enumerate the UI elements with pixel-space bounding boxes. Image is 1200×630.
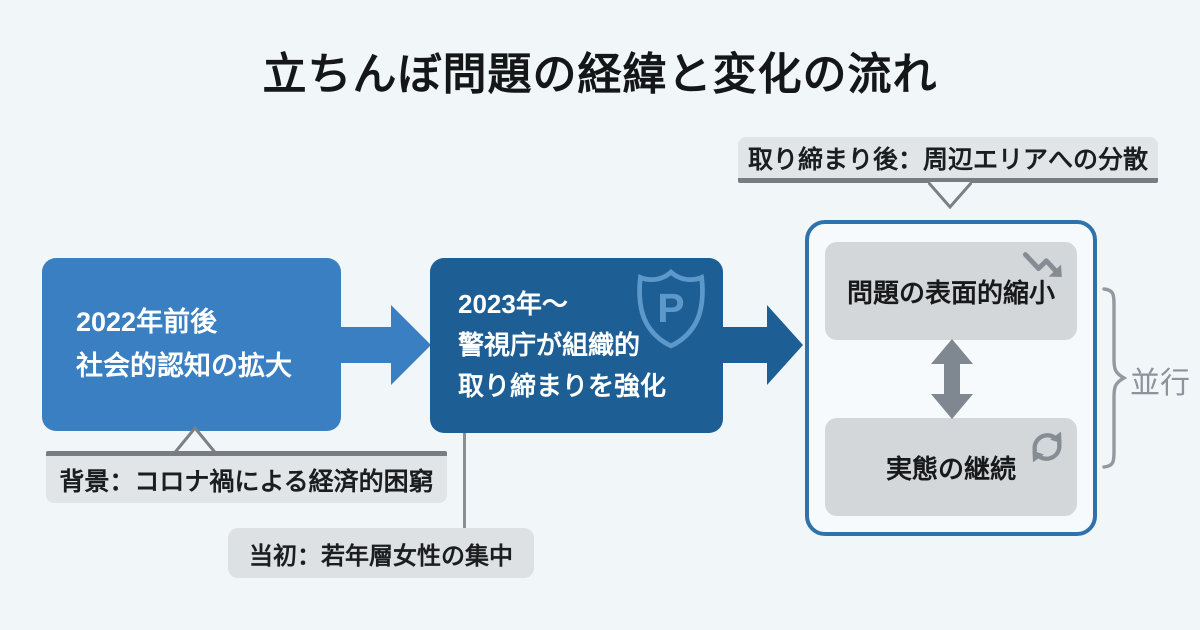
callout-initial-text: 当初：若年層女性の集中: [249, 542, 513, 570]
diagram-title: 立ちんぼ問題の経緯と変化の流れ: [262, 50, 938, 99]
step-box-2023: 2023年〜 警視庁が組織的 取り締まりを強化 P: [430, 258, 723, 433]
step1-line2: 社会的認知の拡大: [76, 350, 292, 381]
police-shield-icon: P: [637, 268, 705, 349]
cycle-icon: [1032, 431, 1062, 463]
flow-arrow-right-icon: [721, 305, 803, 385]
step2-line3: 取り締まりを強化: [458, 371, 667, 402]
trend-down-zigzag-icon: [1022, 252, 1062, 278]
callout-dispersion-text: 取り締まり後：周辺エリアへの分散: [747, 145, 1148, 174]
connector-line: [463, 433, 466, 530]
double-arrow-vertical-icon: [931, 339, 973, 419]
callout-initial: 当初：若年層女性の集中: [228, 528, 534, 578]
callout-background: 背景：コロナ禍による経済的困窮: [46, 451, 447, 503]
result-top-label: 問題の表面的縮小: [846, 277, 1055, 308]
step-box-2022: 2022年前後 社会的認知の拡大: [42, 258, 341, 431]
step2-line1: 2023年〜: [458, 288, 568, 319]
step1-line1: 2022年前後: [76, 306, 218, 337]
parallel-label: 並行: [1130, 367, 1190, 400]
result-bottom-label: 実態の継続: [885, 453, 1016, 484]
shield-letter: P: [657, 285, 684, 331]
callout-tail-up-icon: [172, 426, 218, 457]
callout-tail-down-icon: [928, 181, 972, 209]
result-box-surface-reduction: 問題の表面的縮小: [825, 242, 1077, 340]
curly-brace-icon: [1102, 287, 1127, 469]
result-box-reality-continues: 実態の継続: [825, 418, 1077, 516]
flow-arrow-right-icon: [338, 305, 431, 385]
step2-line2: 警視庁が組織的: [458, 329, 641, 360]
callout-dispersion: 取り締まり後：周辺エリアへの分散: [738, 137, 1158, 183]
callout-background-text: 背景：コロナ禍による経済的困窮: [59, 467, 434, 496]
result-group: 問題の表面的縮小 実態の継続: [805, 220, 1097, 536]
